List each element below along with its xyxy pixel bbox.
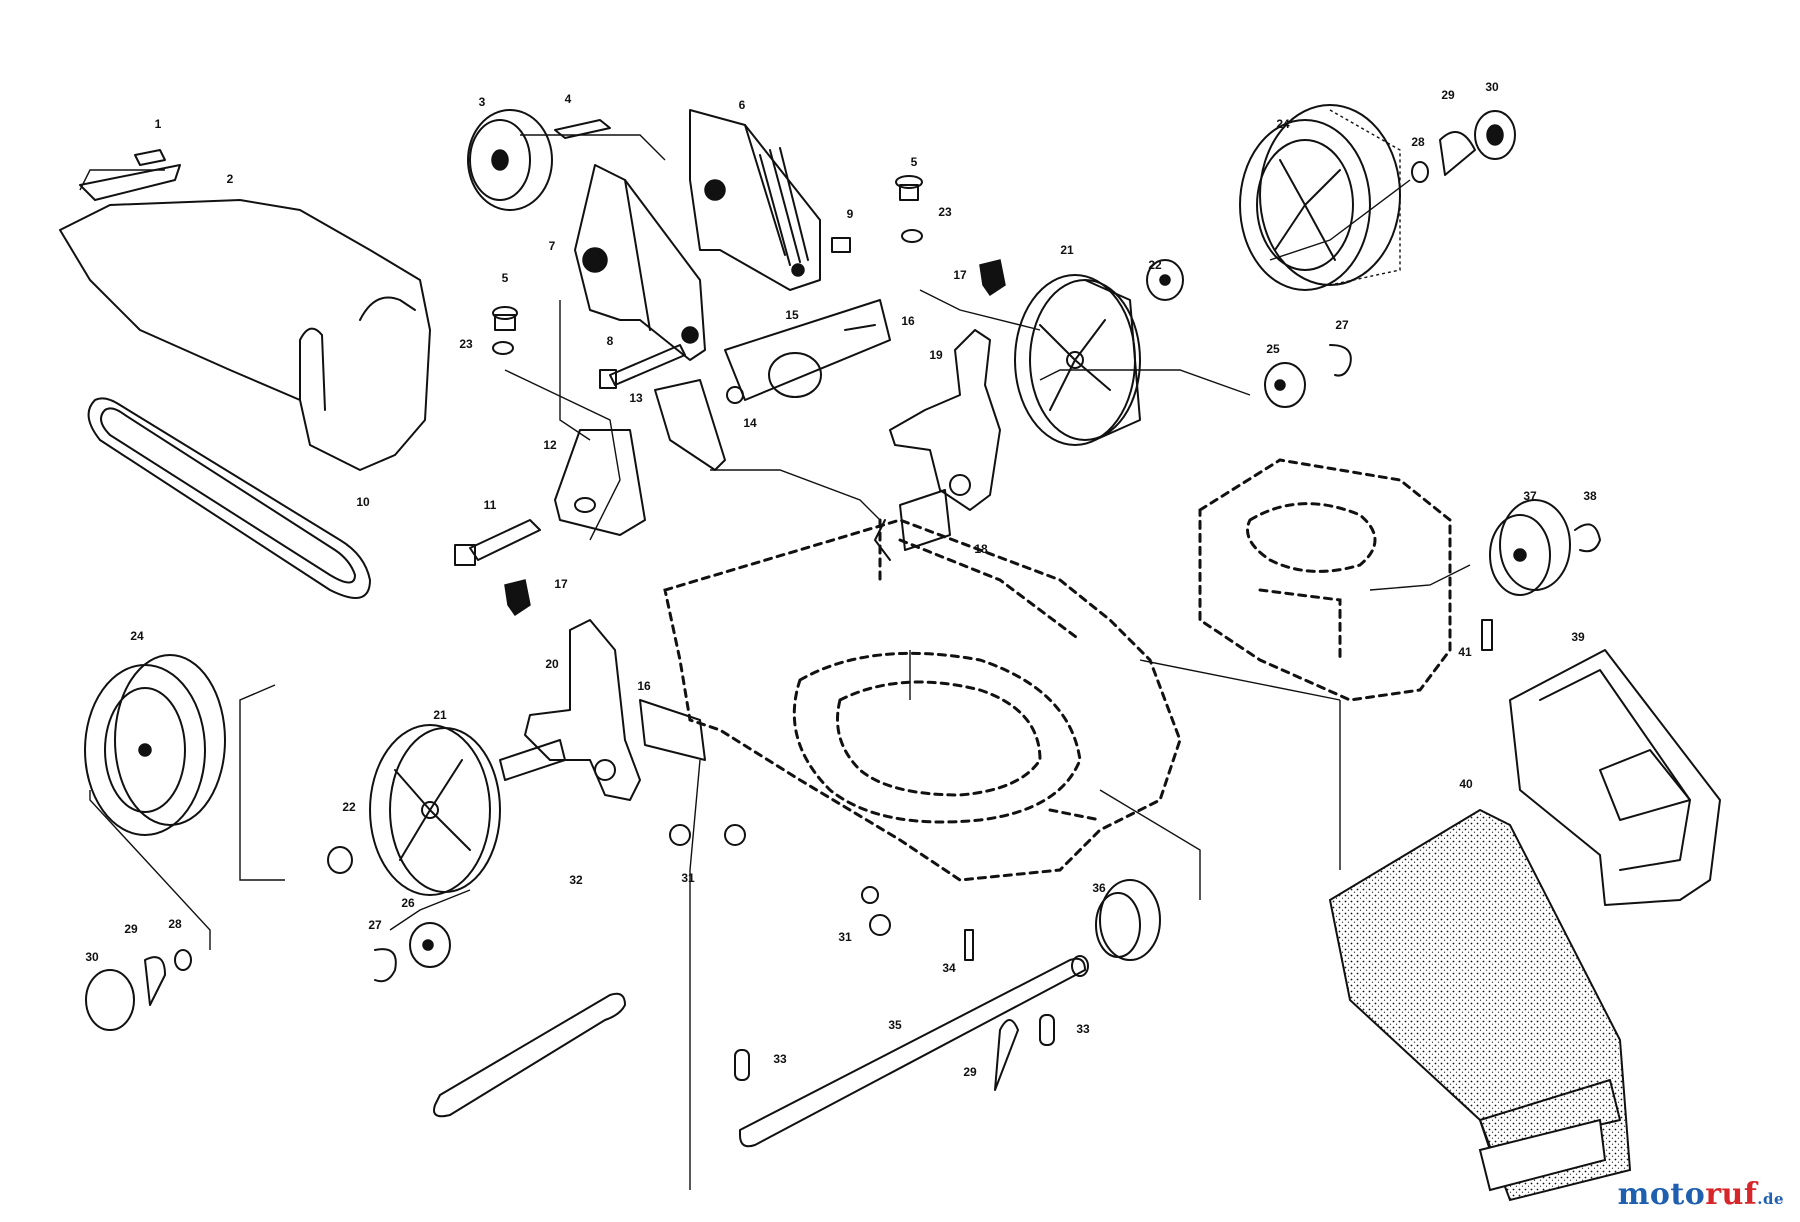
part-label: 8 [607, 334, 614, 348]
axle-hardware-left [85, 949, 192, 1031]
part-label: 33 [773, 1052, 787, 1066]
part-label: 10 [356, 495, 370, 509]
part-label: 23 [938, 205, 952, 219]
part-label: 24 [1276, 117, 1290, 131]
part-label: 1 [155, 117, 162, 131]
part-label: 15 [785, 308, 799, 322]
rear-wheel-right [1239, 104, 1401, 291]
watermark-part-c: .de [1757, 1190, 1784, 1208]
part-label: 5 [502, 271, 509, 285]
part-label: 31 [838, 930, 852, 944]
height-adjuster-housing [654, 299, 891, 471]
part-label: 11 [484, 498, 497, 512]
part-label: 21 [1060, 243, 1074, 257]
part-label: 28 [168, 917, 182, 931]
mower-deck [663, 518, 1182, 882]
drive-wheel-right [1014, 259, 1184, 446]
part-label: 20 [545, 657, 559, 671]
part-label: 7 [549, 239, 556, 253]
mounting-brackets [574, 109, 821, 361]
part-label: 2 [227, 172, 234, 186]
part-label: 19 [929, 348, 943, 362]
part-label: 21 [433, 708, 447, 722]
part-label: 23 [459, 337, 473, 351]
engine [1198, 458, 1452, 702]
axle-hardware-top [1411, 110, 1516, 183]
part-label: 6 [739, 98, 746, 112]
part-label: 30 [85, 950, 99, 964]
leader-lines [79, 134, 1471, 1190]
part-label: 27 [1335, 318, 1349, 332]
part-label: 40 [1459, 777, 1473, 791]
part-label: 31 [681, 871, 695, 885]
part-label: 41 [1458, 645, 1472, 659]
part-label: 16 [637, 679, 651, 693]
part-label: 27 [368, 918, 382, 932]
part-label: 34 [942, 961, 956, 975]
watermark-part-a: moto [1617, 1177, 1706, 1212]
part-label: 3 [479, 95, 486, 109]
engine-pulley [1481, 499, 1601, 651]
part-labels: 1 2 3 4 5 5 6 7 8 9 10 11 12 13 14 15 16… [85, 80, 1597, 1079]
part-label: 26 [401, 896, 415, 910]
part-label: 36 [1092, 881, 1106, 895]
part-label: 32 [569, 873, 583, 887]
upper-pulley [467, 109, 611, 211]
cross-rod [433, 992, 626, 1118]
bracket-12 [454, 429, 646, 566]
catcher-frame [1509, 649, 1721, 906]
drive-belt [87, 397, 371, 599]
part-label: 35 [888, 1018, 902, 1032]
part-label: 29 [963, 1065, 977, 1079]
part-label: 25 [1266, 342, 1280, 356]
part-label: 12 [543, 438, 557, 452]
rear-deflector [59, 149, 431, 471]
part-label: 22 [342, 800, 356, 814]
height-lever-left [499, 619, 706, 801]
part-label: 29 [1441, 88, 1455, 102]
gears-and-clips [374, 344, 1352, 983]
part-label: 24 [130, 629, 144, 643]
fasteners-top [492, 175, 923, 355]
part-label: 38 [1583, 489, 1597, 503]
part-label: 33 [1076, 1022, 1090, 1036]
watermark-part-b: ruf [1705, 1177, 1758, 1212]
rear-axle [734, 879, 1161, 1148]
part-label: 29 [124, 922, 138, 936]
part-label: 28 [1411, 135, 1425, 149]
part-label: 5 [911, 155, 918, 169]
part-label: 37 [1523, 489, 1537, 503]
part-label: 30 [1485, 80, 1499, 94]
part-label: 4 [565, 92, 572, 106]
site-watermark: motoruf.de [1618, 1177, 1784, 1212]
bolt-8 [599, 344, 686, 389]
rear-wheel-left [84, 654, 226, 836]
part-label: 14 [743, 416, 757, 430]
grass-bag [1328, 808, 1632, 1202]
height-lever-right [874, 329, 1001, 561]
part-label: 18 [974, 542, 988, 556]
drive-wheel-left [327, 724, 501, 896]
part-label: 39 [1571, 630, 1585, 644]
part-label: 16 [901, 314, 915, 328]
clip-17 [504, 259, 1006, 617]
part-label: 9 [847, 207, 854, 221]
part-label: 17 [554, 577, 568, 591]
nuts-31 [669, 824, 891, 936]
part-label: 17 [953, 268, 967, 282]
part-label: 22 [1148, 258, 1162, 272]
part-label: 13 [629, 391, 643, 405]
